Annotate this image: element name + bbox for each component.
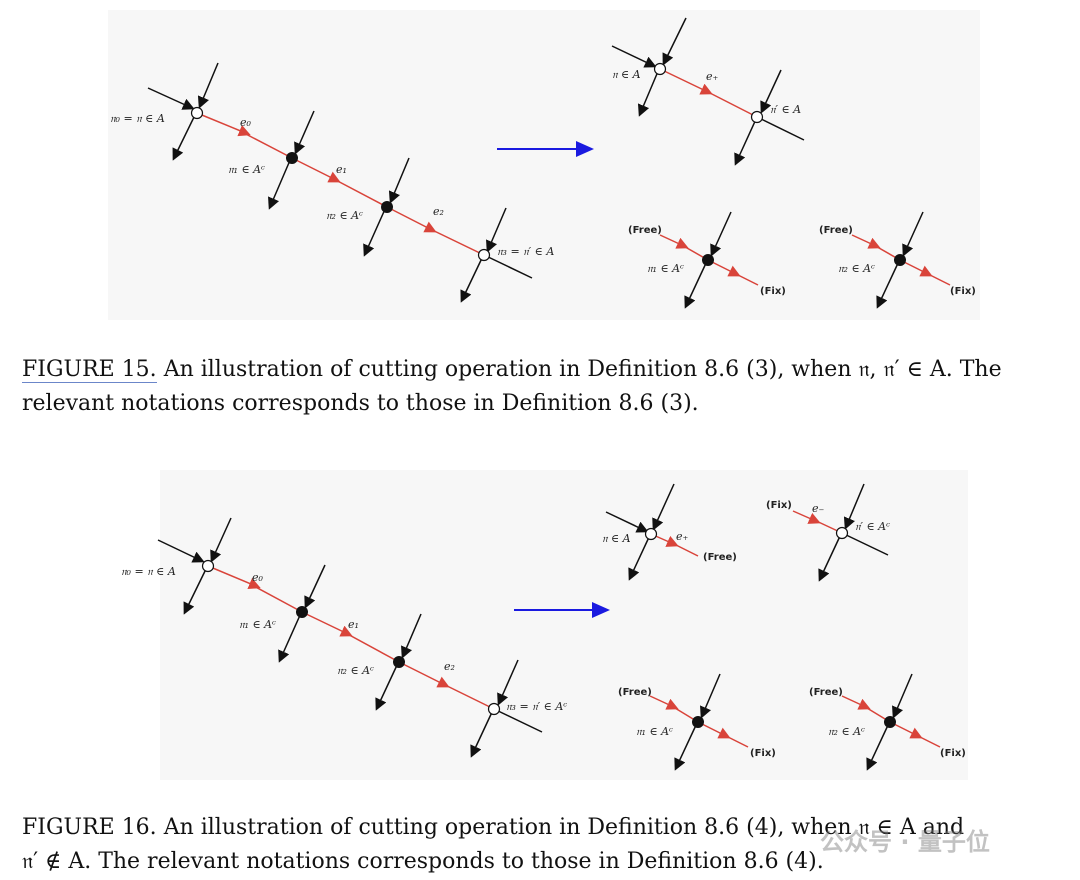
label-topA-free: (Free) bbox=[703, 552, 737, 563]
fig16-piece-n1 bbox=[649, 673, 749, 771]
fig16-piece-n2 bbox=[841, 673, 941, 771]
figure-16-caption-line1: An illustration of cutting operation in … bbox=[163, 815, 965, 840]
label-e2: e₂ bbox=[433, 205, 444, 218]
figure-15-caption-line1: An illustration of cutting operation in … bbox=[163, 357, 1002, 382]
fig16-main-chain bbox=[157, 517, 543, 758]
label-n2: 𝔫₂ ∈ Aᶜ bbox=[326, 209, 363, 222]
label-e0: e₀ bbox=[252, 571, 264, 584]
figure-16-caption-line2: 𝔫′ ∉ A. The relevant notations correspon… bbox=[22, 849, 824, 874]
fig16-top-result-b bbox=[792, 483, 889, 582]
label-n3: 𝔫₃ = 𝔫′ ∈ A bbox=[497, 245, 554, 258]
figure-16-diagram: 𝔫₀ = 𝔫 ∈ A e₀ 𝔫₁ ∈ Aᶜ e₁ 𝔫₂ ∈ Aᶜ e₂ 𝔫₃ =… bbox=[121, 483, 966, 771]
node-n0 bbox=[190, 106, 204, 120]
figure-15-number[interactable]: FIGURE 15. bbox=[22, 357, 157, 383]
figure-15-panel bbox=[108, 10, 980, 320]
fig15-top-result bbox=[611, 17, 805, 166]
figure-16-caption: FIGURE 16. An illustration of cutting op… bbox=[22, 811, 1067, 879]
node-n2 bbox=[381, 201, 393, 213]
figure-16-number: FIGURE 16. bbox=[22, 815, 157, 840]
label-topA-eplus: e₊ bbox=[676, 530, 689, 543]
label-piece-n1: 𝔫₁ ∈ Aᶜ bbox=[636, 725, 673, 738]
figure-15-caption-line2: relevant notations corresponds to those … bbox=[22, 391, 699, 416]
label-free-1: (Free) bbox=[618, 687, 652, 698]
label-n0: 𝔫₀ = 𝔫 ∈ A bbox=[110, 112, 165, 125]
label-piece-n2: 𝔫₂ ∈ Aᶜ bbox=[828, 725, 865, 738]
label-n1: 𝔫₁ ∈ Aᶜ bbox=[228, 163, 265, 176]
figure-15-caption: FIGURE 15. An illustration of cutting op… bbox=[22, 353, 1067, 421]
node-n1 bbox=[286, 152, 298, 164]
label-free-2: (Free) bbox=[819, 225, 853, 236]
label-free-2: (Free) bbox=[809, 687, 843, 698]
label-topB-eminus: e₋ bbox=[812, 502, 825, 515]
label-topA-left: 𝔫 ∈ A bbox=[602, 532, 631, 545]
fig16-top-result-a bbox=[605, 483, 699, 581]
label-topB-fix: (Fix) bbox=[766, 500, 792, 511]
label-top-left: 𝔫 ∈ A bbox=[612, 68, 641, 81]
label-fix-2: (Fix) bbox=[950, 286, 976, 297]
label-fix-1: (Fix) bbox=[750, 748, 776, 759]
label-e2: e₂ bbox=[444, 660, 455, 673]
fig15-piece-n1 bbox=[659, 211, 759, 309]
label-piece-n1: 𝔫₁ ∈ Aᶜ bbox=[647, 262, 684, 275]
label-n0: 𝔫₀ = 𝔫 ∈ A bbox=[121, 565, 176, 578]
label-e1: e₁ bbox=[336, 163, 347, 176]
label-free-1: (Free) bbox=[628, 225, 662, 236]
label-fix-1: (Fix) bbox=[760, 286, 786, 297]
label-top-right: 𝔫′ ∈ A bbox=[770, 103, 801, 116]
fig15-main-chain bbox=[147, 62, 533, 303]
label-e0: e₀ bbox=[240, 116, 252, 129]
label-topB-node: 𝔫′ ∈ Aᶜ bbox=[855, 520, 890, 533]
label-e1: e₁ bbox=[348, 618, 359, 631]
label-n2: 𝔫₂ ∈ Aᶜ bbox=[337, 664, 374, 677]
label-piece-n2: 𝔫₂ ∈ Aᶜ bbox=[838, 262, 875, 275]
watermark: 公众号 · 量子位 bbox=[820, 828, 990, 856]
label-n1: 𝔫₁ ∈ Aᶜ bbox=[239, 618, 276, 631]
label-n3: 𝔫₃ = 𝔫′ ∈ Aᶜ bbox=[506, 700, 567, 713]
node-n3 bbox=[477, 248, 491, 262]
fig15-piece-n2 bbox=[851, 211, 951, 309]
figure-16-panel bbox=[160, 470, 968, 780]
label-fix-2: (Fix) bbox=[940, 748, 966, 759]
label-e-plus: e₊ bbox=[706, 70, 719, 83]
figure-15-diagram: 𝔫₀ = 𝔫 ∈ A e₀ 𝔫₁ ∈ Aᶜ e₁ 𝔫₂ ∈ Aᶜ e₂ 𝔫₃ =… bbox=[110, 17, 976, 309]
